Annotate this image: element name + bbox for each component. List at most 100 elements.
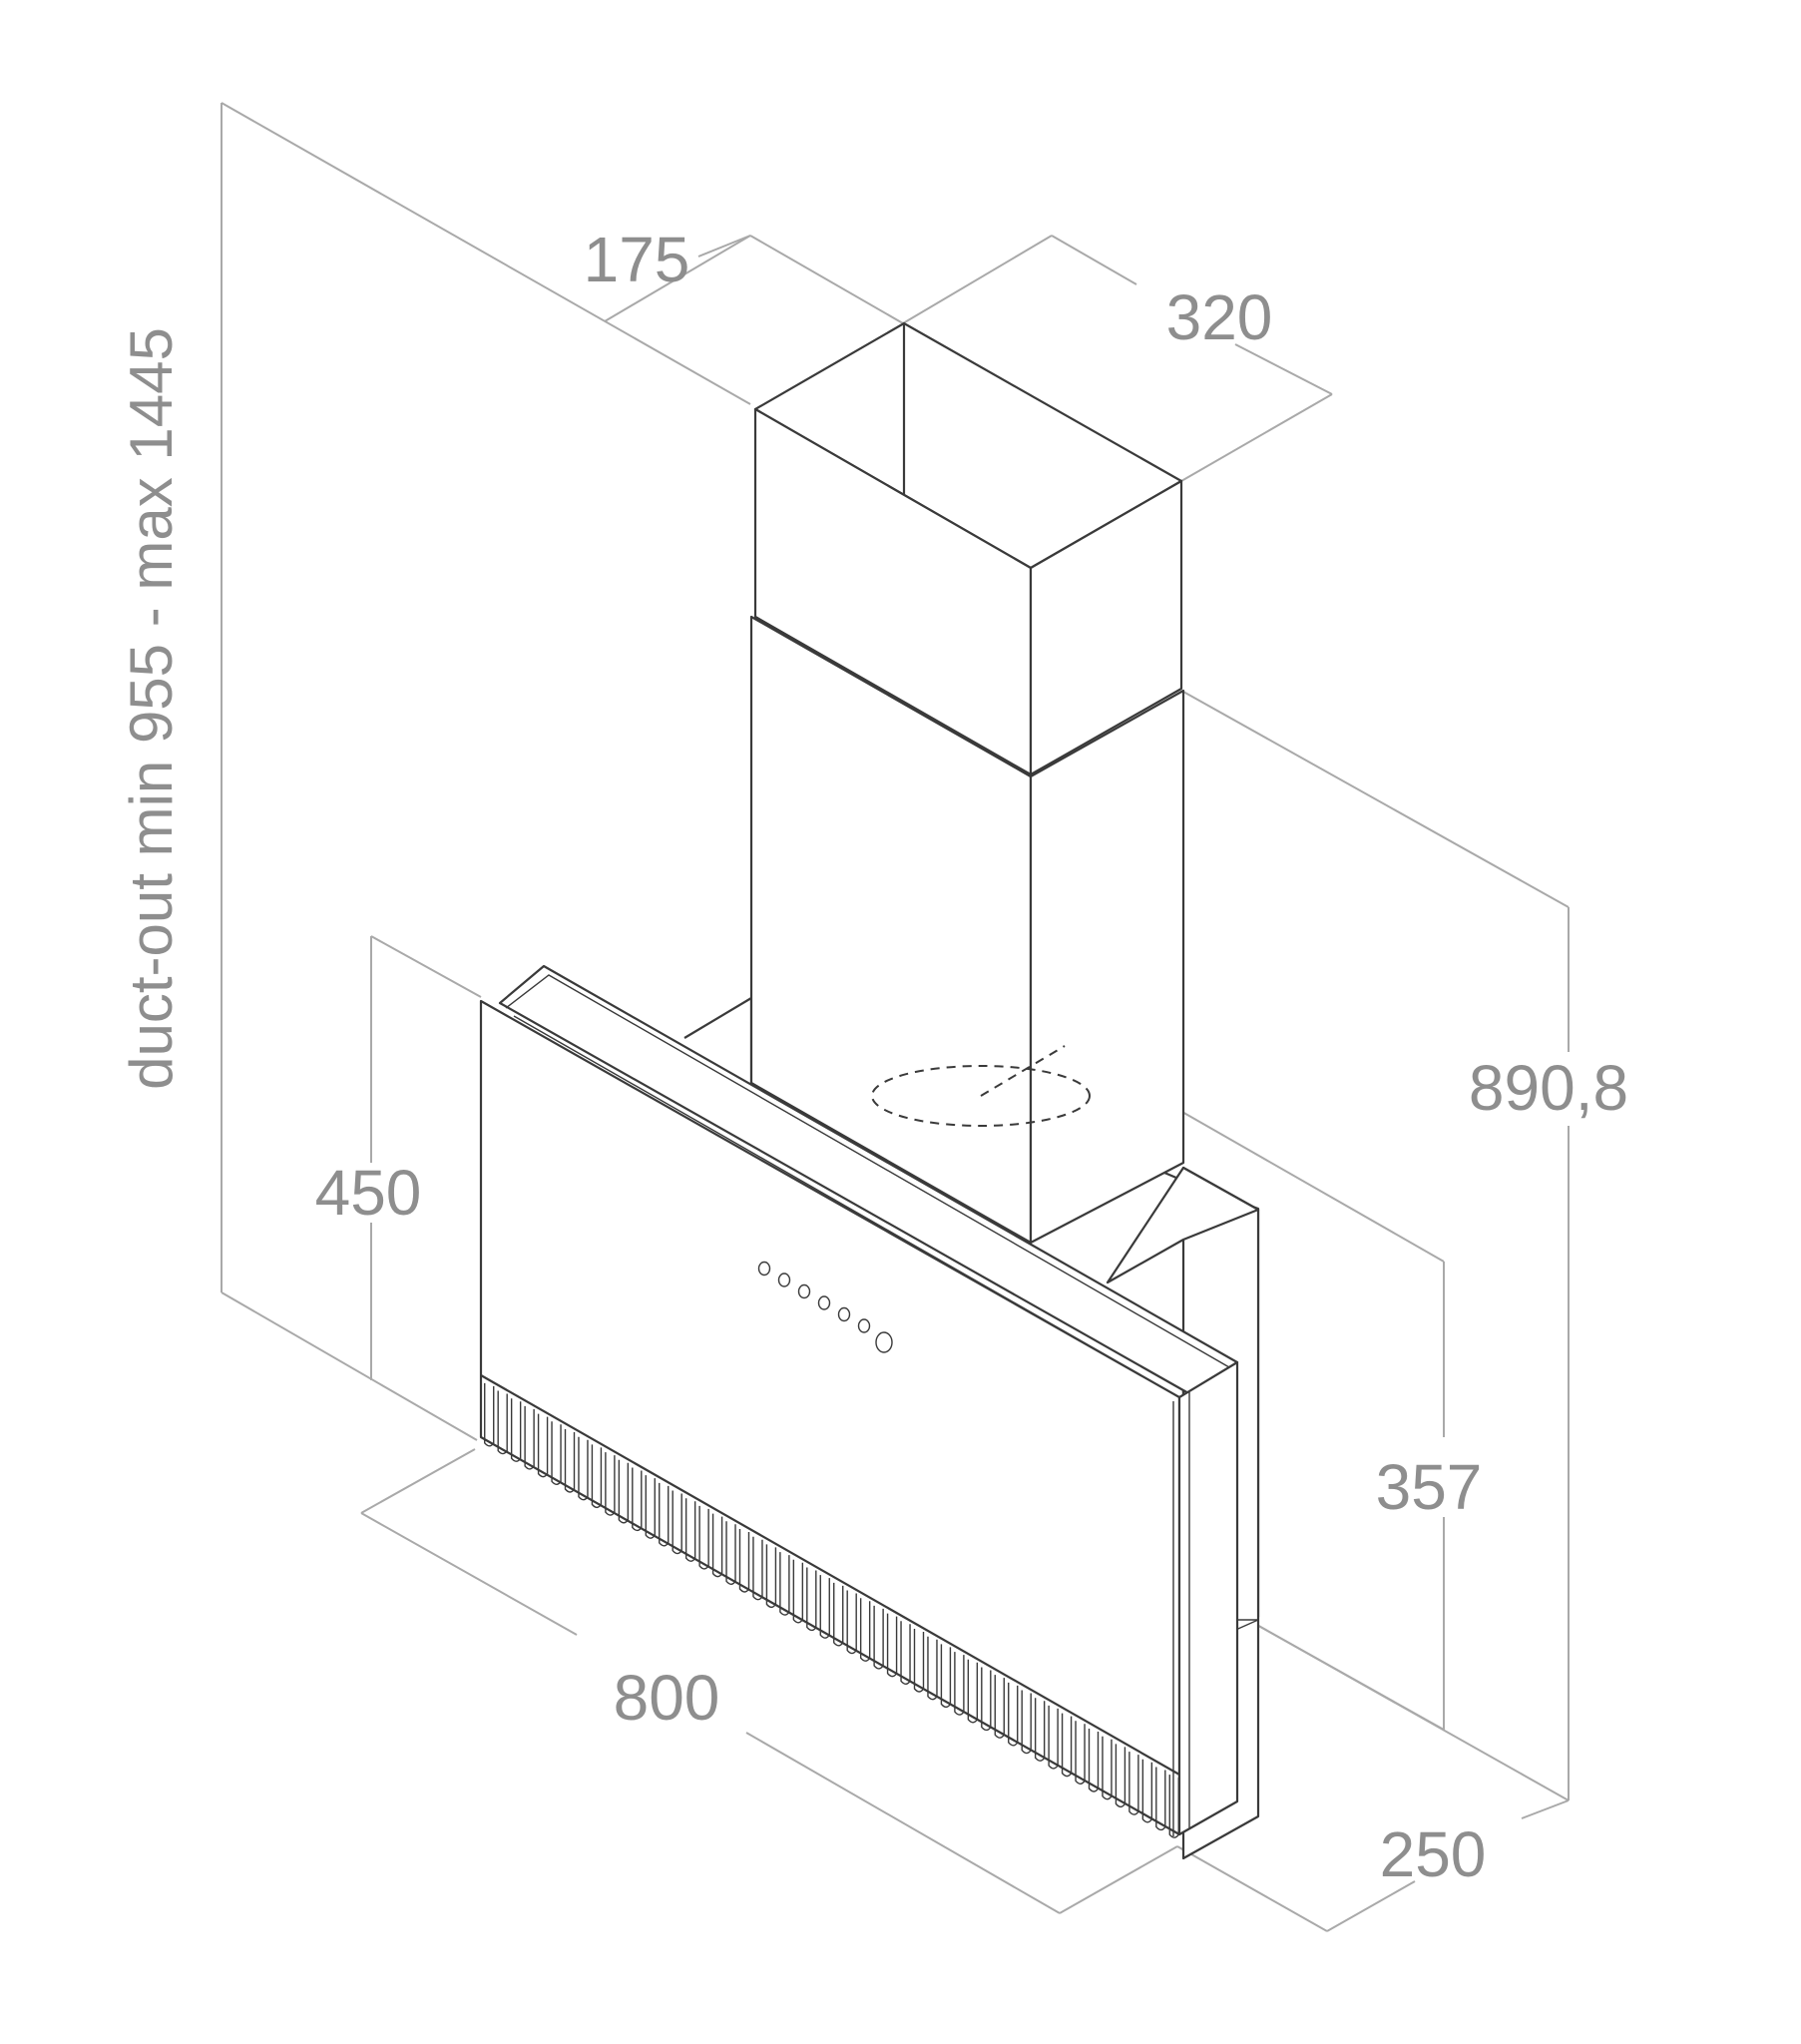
grille-slat [954,1652,965,1716]
grille-slat [940,1644,952,1709]
control-button [817,1295,831,1310]
width-800-right-extension [1059,1845,1178,1914]
control-button [777,1273,791,1287]
grille-slat [967,1659,979,1724]
grille-slat [484,1382,495,1447]
grille-slat [645,1475,656,1539]
grille-slat [672,1490,682,1555]
height-450-top-extension [370,935,482,998]
grille-slat [1088,1729,1100,1792]
grille-slat [698,1505,709,1570]
grille-slat [1021,1690,1032,1755]
dimension-lines [221,102,1570,1932]
grille-slat [846,1590,857,1655]
power-button [875,1331,893,1353]
duct-outlet-axis [980,1045,1066,1097]
side-housing-top [1106,1166,1260,1284]
total-height-bottom-extension [221,1291,478,1441]
grille-slat [738,1529,750,1593]
label-890-8: 890,8 [1469,1052,1628,1124]
grille-slat [1061,1713,1073,1778]
hood-outline [479,321,1260,1860]
grille-slat [819,1575,830,1639]
width-320-extension-right [1180,393,1333,482]
label-320: 320 [1166,281,1273,353]
label-total-height: duct-out min 955 - max 1445 [118,327,185,1090]
depth-250-extension-a [1326,1880,1416,1932]
grille-slat [752,1536,763,1601]
grille-slat [605,1452,616,1516]
label-250: 250 [1380,1818,1487,1890]
grille-slat [524,1405,535,1470]
label-450: 450 [315,1157,422,1229]
grille-slat [564,1429,576,1493]
grille-slat [900,1621,911,1686]
control-button [837,1306,851,1322]
control-panel [757,1261,893,1353]
back-panel-left-edge [683,997,752,1039]
width-800-left-extension [360,1448,476,1514]
grille-slat [765,1544,777,1609]
depth-175-line [604,235,751,322]
depth-175-extension-right [749,235,904,324]
control-button [857,1318,871,1333]
control-button [757,1261,771,1277]
height-890-top-extension [1182,691,1570,908]
width-320-extension-left [902,235,1053,324]
grille-slat [833,1582,844,1647]
label-357: 357 [1376,1451,1483,1523]
chimney-joint [754,616,1032,777]
grille-slat [551,1421,562,1486]
grille-slat [591,1444,603,1509]
grille-slat [711,1513,723,1578]
grille-slat [981,1667,992,1732]
width-800-line-a [360,1512,578,1636]
grille-slat [873,1605,884,1670]
grille-top-edge [480,1374,1180,1776]
grille-slat [1155,1767,1166,1831]
grille-slat [1128,1752,1139,1815]
grille-slat [1075,1721,1086,1786]
grille-slat [994,1675,1005,1739]
grille-slat [659,1482,670,1547]
grille-slat [1048,1705,1059,1770]
intake-grille [480,1374,1180,1838]
grille-slat [725,1521,736,1586]
grille-slat [886,1613,898,1678]
grille-slat [578,1436,589,1501]
glass-panel-side-edge [1177,1360,1239,1836]
depth-175-tick [697,235,751,257]
lower-chimney-side [1029,689,1185,1245]
grille-slat [792,1559,804,1624]
duct-outlet-dashed [871,1065,1091,1127]
depth-250-extension-b [1521,1799,1570,1819]
grille-slat [618,1459,630,1524]
grille-slat [779,1552,790,1616]
width-320-line-a [1051,235,1137,285]
grille-slat [497,1390,508,1455]
grille-slat [913,1629,925,1693]
label-175: 175 [584,224,690,295]
upper-chimney-side [1029,479,1183,776]
grille-slat [510,1398,522,1462]
glass-panel-top-inner [505,974,1230,1368]
grille-slat [1141,1759,1153,1823]
grille-slat [859,1598,871,1662]
dimension-labels: 175 320 890,8 357 450 800 250 duct-out m… [118,224,1628,1890]
width-800-line-b [745,1732,1061,1914]
grille-slat [1115,1744,1126,1808]
grille-slat [1034,1698,1046,1762]
grille-slat [684,1498,696,1562]
depth-250-line [1176,1845,1328,1932]
control-button [797,1283,811,1299]
height-357-bottom-extension [1252,1622,1445,1731]
grille-slat [1102,1736,1113,1800]
grille-slat [806,1567,817,1632]
grille-slat [1168,1775,1179,1838]
label-800: 800 [614,1662,720,1734]
grille-slat [1008,1682,1019,1747]
width-320-line-b [1234,343,1333,395]
grille-slat [632,1467,643,1532]
